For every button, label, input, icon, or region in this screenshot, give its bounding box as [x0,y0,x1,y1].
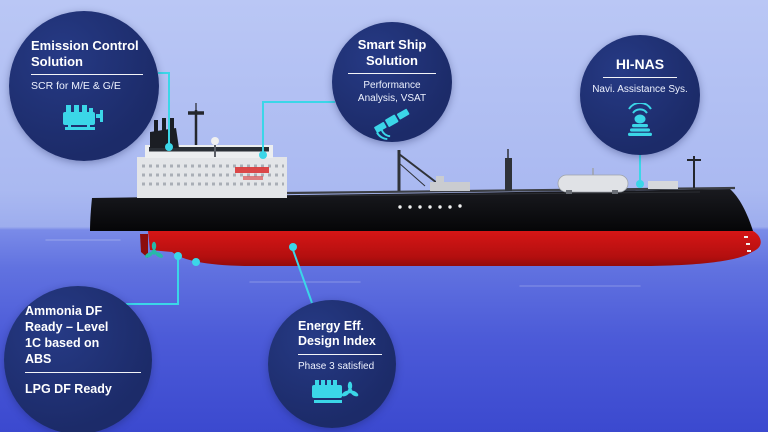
connector-smart-ship [262,101,335,152]
callout-title: Energy Eff. Design Index [298,319,382,355]
hull-logo-mark [235,167,269,173]
connector-emission [158,72,170,146]
draft-marks [744,236,751,252]
engine-propeller-icon [312,379,359,403]
callout-title-line: Design Index [298,334,376,349]
callout-subtitle: SCR for M/E & G/E [31,79,121,92]
anchor-dot-deck [636,180,644,188]
anchor-dot-stern-2 [192,258,200,266]
hull-red [90,231,761,266]
radar-antenna-icon [628,103,652,137]
satcom-dome [211,137,219,145]
lpg-deck-tank [557,168,629,194]
callout-title-line: Ammonia DF [25,304,103,318]
callout-hinas: HI-NAS Navi. Assistance Sys. [580,35,700,155]
callout-title-line: 1C based on [25,336,100,350]
callout-subtitle: Phase 3 satisfied [298,360,375,372]
main-mast [188,103,204,145]
bridge-windows [149,147,269,152]
callout-title-line: HI-NAS [615,56,665,72]
anchor-dot-funnel [165,143,173,151]
connector-ammonia [126,258,179,305]
callout-footer: LPG DF Ready [25,382,112,396]
hose-crane [397,150,442,191]
callout-title-line: Emission Control [31,38,139,53]
engine-icon [63,105,103,131]
callout-emission-control: Emission Control Solution SCR for M/E & … [9,11,159,161]
manifold [430,176,470,191]
callout-title-line: Solution [366,52,418,68]
funnel [150,118,179,148]
propeller [145,241,163,258]
anchor-dot-hull [289,243,297,251]
callout-ammonia-df: Ammonia DF Ready – Level 1C based on ABS… [4,286,152,432]
connector-eedi [292,249,313,304]
callout-title: Ammonia DF Ready – Level 1C based on ABS [25,303,141,373]
superstructure [137,137,287,198]
mid-mast [505,149,512,191]
callout-title-line: Ready – Level [25,320,109,334]
callout-subtitle: Performance [363,79,421,91]
rudder [140,234,148,258]
callout-title: Smart Ship Solution [348,37,436,74]
hull-black [90,189,753,231]
callout-title-line: Smart Ship [357,37,427,52]
callout-title-line: Energy Eff. [298,319,364,333]
satellite-icon [374,108,410,140]
anchor-dot-stern-1 [174,252,182,260]
callout-title-line: ABS [25,352,52,366]
anchor-dot-bridge [259,151,267,159]
callout-smart-ship: Smart Ship Solution Performance Analysis… [332,22,452,142]
callout-title-line: Solution [31,53,83,69]
callout-title: HI-NAS [603,56,677,79]
callout-eedi: Energy Eff. Design Index Phase 3 satisfi… [268,300,396,428]
hull-lettering [398,204,462,209]
bow-structures [648,156,701,189]
callout-subtitle: Navi. Assistance Sys. [592,84,688,96]
callout-subtitle: Analysis, VSAT [357,92,427,104]
callout-title: Emission Control Solution [31,38,143,75]
